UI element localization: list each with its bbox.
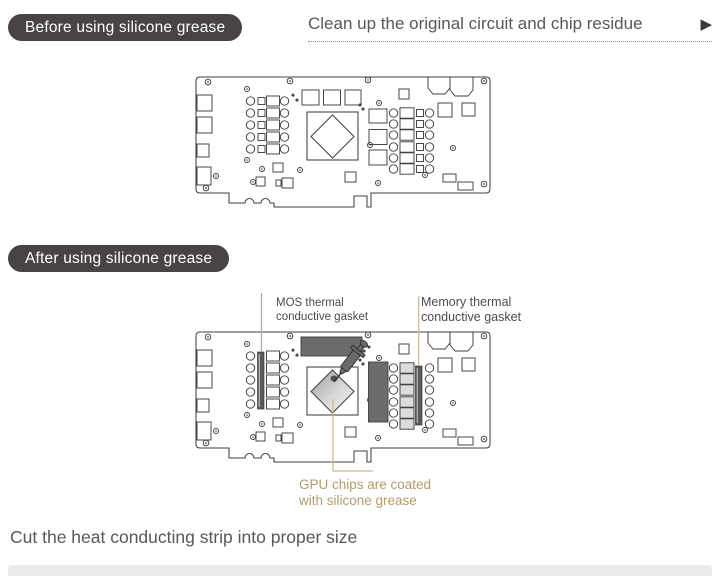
memory-pads-filled: [399, 362, 415, 430]
mos-gasket-label: MOS thermal conductive gasket: [276, 297, 369, 323]
mos-gasket-strip: [257, 351, 265, 410]
syringe-icon: [333, 339, 369, 383]
memory-thermal-pad: [368, 361, 389, 423]
gpu-leader-line: [332, 399, 373, 472]
gpu-grease-label: GPU chips are coated with silicone greas…: [299, 477, 432, 508]
step-instruction: Clean up the original circuit and chip r…: [308, 14, 712, 42]
memory-gasket-label: Memory thermal conductive gasket: [421, 295, 522, 324]
next-section-band: [8, 565, 712, 576]
memory-gasket-strip: [415, 365, 423, 426]
before-badge: Before using silicone grease: [8, 14, 243, 41]
thermal-overlays: [257, 336, 423, 430]
after-badge: After using silicone grease: [8, 245, 230, 272]
pcb-diagram-after: [195, 293, 491, 472]
footer-instruction: Cut the heat conducting strip into prope…: [10, 527, 358, 547]
arrow-right-icon: ▶: [700, 15, 712, 33]
step-instruction-text: Clean up the original circuit and chip r…: [308, 14, 643, 33]
pcb-diagram-before: [195, 76, 491, 208]
